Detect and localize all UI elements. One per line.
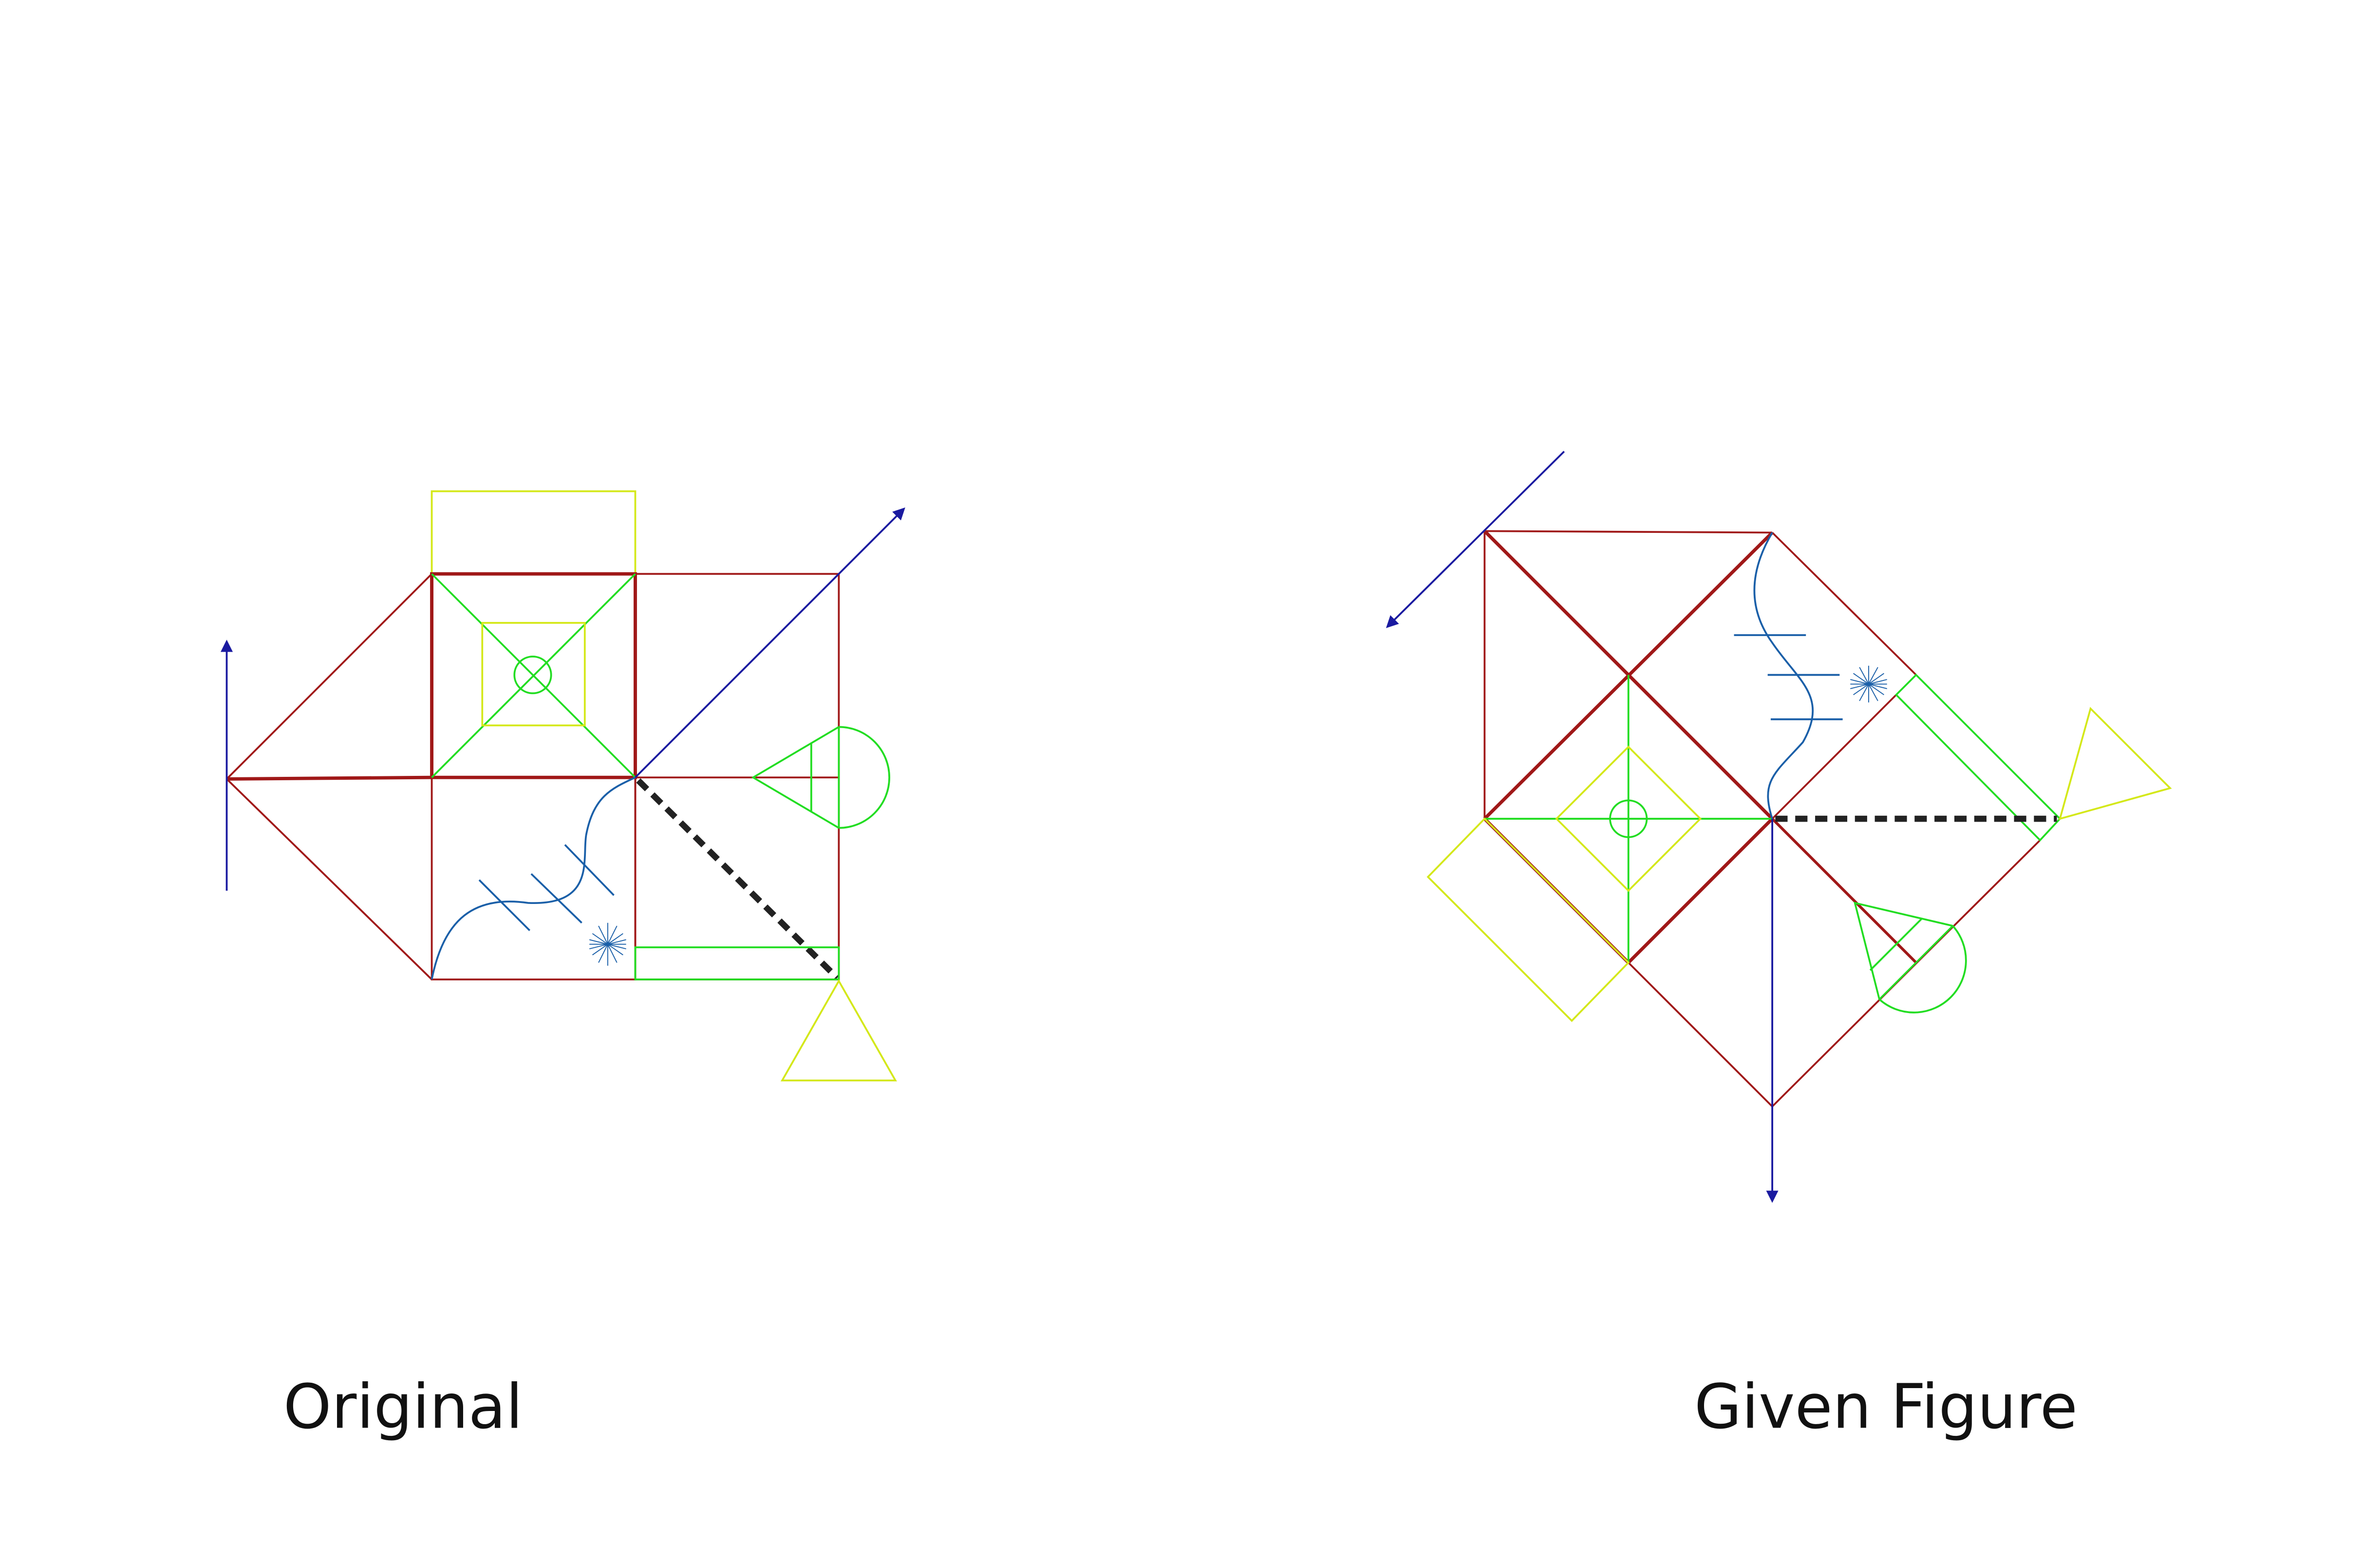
wavy-curve-given bbox=[1753, 532, 1814, 819]
small-circle bbox=[513, 656, 552, 695]
small-circle-given bbox=[1609, 799, 1648, 838]
yellow-triangle bbox=[780, 979, 897, 1082]
green-cone-given bbox=[1854, 902, 1967, 1014]
wavy-curve bbox=[431, 776, 636, 980]
dashed-diagonal bbox=[636, 778, 840, 980]
green-rect-given bbox=[1894, 674, 2061, 842]
label-original: Original bbox=[283, 1371, 523, 1443]
yellow-triangle-given bbox=[2059, 707, 2172, 820]
yellow-rect-given bbox=[1426, 817, 1630, 1022]
yellow-inner-square bbox=[481, 621, 586, 727]
blue-arrow-diagonal bbox=[635, 507, 905, 778]
yellow-inner-diamond bbox=[1555, 745, 1702, 892]
tick-marks-given bbox=[1734, 634, 1843, 720]
green-cross-given bbox=[1484, 675, 1773, 963]
starburst-icon bbox=[589, 922, 626, 966]
blue-arrow-diagonal-given bbox=[1386, 451, 1565, 628]
yellow-top-rect bbox=[431, 490, 637, 575]
green-bottom-rect bbox=[634, 946, 840, 980]
red-frame bbox=[226, 572, 840, 980]
given-figure bbox=[1386, 451, 2172, 1203]
label-given-figure: Given Figure bbox=[1694, 1371, 2078, 1443]
starburst-icon-given bbox=[1850, 665, 1887, 703]
original-figure bbox=[220, 490, 905, 1082]
green-x-cross bbox=[431, 573, 636, 778]
green-cone bbox=[751, 726, 890, 829]
tick-marks bbox=[478, 844, 615, 931]
